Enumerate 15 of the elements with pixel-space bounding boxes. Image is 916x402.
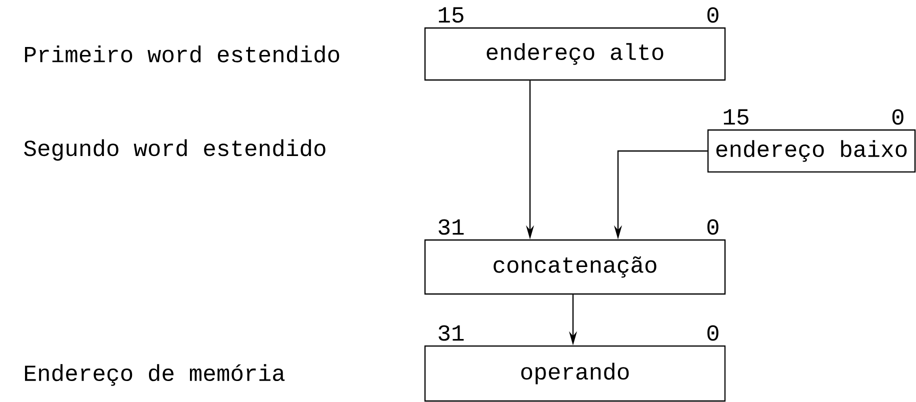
bit-number: 31 (438, 325, 464, 341)
field-box: operando (424, 345, 726, 402)
bit-number: 0 (707, 7, 718, 23)
row-label: Endereço de memória (25, 364, 285, 386)
field-box: endereço baixo (707, 129, 916, 173)
bit-number: 0 (707, 325, 718, 341)
row-label: Segundo word estendido (24, 139, 326, 161)
field-box: concatenação (424, 239, 726, 295)
row-label: Primeiro word estendido (25, 46, 340, 62)
bit-number: 15 (438, 7, 464, 23)
bit-number: 15 (724, 109, 748, 125)
field-box: endereço alto (424, 27, 726, 81)
bit-number: 0 (707, 219, 718, 235)
bit-number: 31 (438, 219, 464, 235)
bit-number: 0 (892, 109, 904, 125)
